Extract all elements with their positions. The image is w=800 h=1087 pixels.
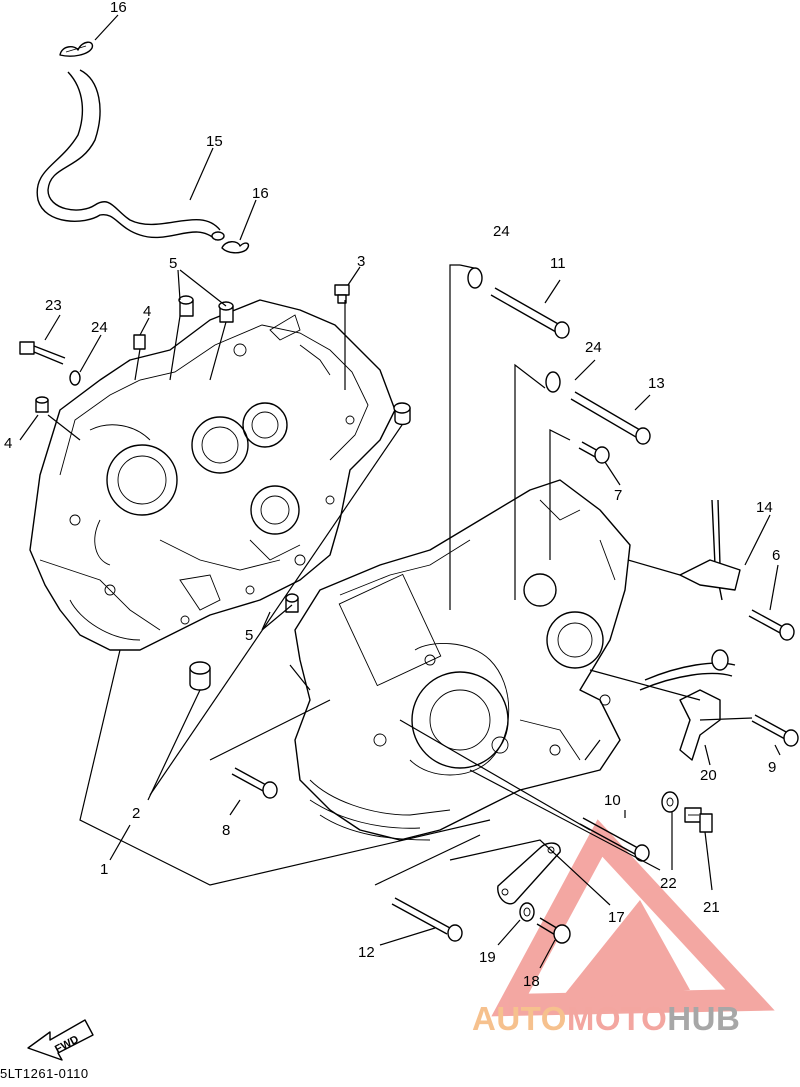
breather-hose [36,69,225,241]
bolt-12 [391,897,463,942]
callout-16-top: 16 [110,0,127,16]
brand-auto: AUTO [472,1000,567,1037]
fwd-arrow-icon: FWD [27,1019,94,1061]
callout-13: 13 [648,375,665,392]
dowel-pin-lower [189,661,211,691]
callout-4-left: 4 [4,435,12,452]
callout-24-top: 24 [493,223,510,240]
callout-16-lower: 16 [252,185,269,202]
callout-22: 22 [660,875,677,892]
bracket-20 [639,649,736,761]
left-crankcase [29,299,396,651]
bolt-13 [570,391,651,445]
dowel-5a [178,295,194,317]
dowel-5b [218,301,234,323]
diagram-code: 5LT1261-0110 [0,1066,89,1081]
watermark-brand: AUTOMOTOHUB [472,1000,740,1038]
callout-19: 19 [479,949,496,966]
callout-15: 15 [206,133,223,150]
callout-8: 8 [222,822,230,839]
callout-labels: 16 15 16 3 5 23 24 4 4 24 11 24 13 7 14 … [4,0,780,990]
stud-4a [133,334,146,350]
hose-clip-top [59,41,94,57]
callout-2: 2 [132,805,140,822]
plate-17 [497,842,561,905]
callout-9: 9 [768,759,776,776]
callout-6: 6 [772,547,780,564]
bolt-11 [490,287,570,339]
bolt-9 [751,714,799,747]
plug-21 [684,807,713,833]
callout-21: 21 [703,899,720,916]
bolt-6 [748,609,795,641]
bolt-7 [578,441,610,464]
washer-24a [69,370,81,386]
bolt-18 [536,917,571,944]
dowel-5c [285,593,299,613]
plug-bolt-3 [334,284,350,304]
callout-18: 18 [523,973,540,990]
callout-10: 10 [604,792,621,809]
clamp-14 [679,499,741,601]
callout-23: 23 [45,297,62,314]
callout-1: 1 [100,861,108,878]
brand-hub: HUB [667,1000,741,1037]
callout-3: 3 [357,253,365,270]
dowel-pin-upper [393,402,411,426]
callout-4-top: 4 [143,303,151,320]
callout-7: 7 [614,487,622,504]
leader-lines [19,14,781,969]
right-crankcase [294,479,631,841]
bolt-23 [19,341,66,365]
washer-24b [467,267,483,289]
callout-11: 11 [550,255,566,272]
washer-19 [519,902,535,922]
callout-24-mid: 24 [585,339,602,356]
callout-17: 17 [608,909,625,926]
callout-5-lower: 5 [245,627,253,644]
bolt-8 [231,767,278,799]
callout-14: 14 [756,499,773,516]
callout-12: 12 [358,944,375,961]
brand-moto: MOTO [566,1000,668,1037]
callout-24-left: 24 [91,319,108,336]
callout-20: 20 [700,767,717,784]
hose-clip-lower [221,241,250,254]
stud-4b [35,396,49,413]
washer-24c [545,371,561,393]
callout-5-top: 5 [169,255,177,272]
washer-22 [661,791,679,813]
watermark-triangle-logo [491,819,775,1017]
